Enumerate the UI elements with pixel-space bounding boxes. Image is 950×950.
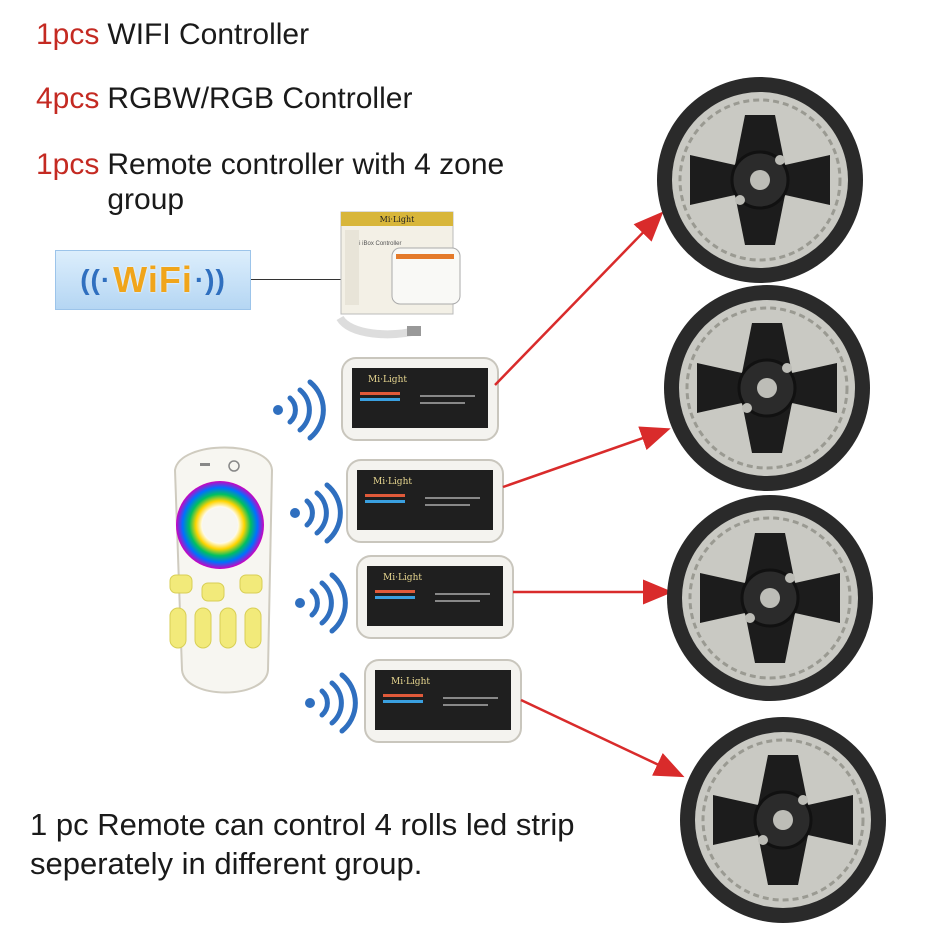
remote-button [194,607,212,649]
remote-button [244,607,262,649]
controller-brand: Mi·Light [383,573,422,583]
box-label: WiFi iBox Controller [348,241,401,247]
signal-waves-icon: ·)) [194,264,226,295]
rgbw-controller: Mi·Light [356,555,514,639]
box-brand: Mi·Light [380,215,415,224]
signal-waves-icon [273,379,326,441]
controller-brand: Mi·Light [373,477,412,487]
controller-brand: Mi·Light [368,375,407,385]
controller-list: Mi·Light Mi·Light Mi·Light [341,357,522,743]
item-desc: RGBW/RGB Controller [107,82,413,115]
item-qty: 4pcs [36,82,100,115]
connector-line [251,279,341,280]
wifi-logo: ((· WiFi ·)) [55,250,251,310]
caption-line: 1 pc Remote can control 4 rolls led stri… [30,807,575,842]
remote-button [169,607,187,649]
power-icon [228,460,240,472]
item-qty: 1pcs [36,148,100,181]
led-strip-reel-icon [667,495,873,701]
wifi-ibox-product: Mi·Light WiFi iBox Controller [336,211,461,339]
item-desc: Remote controller with 4 zone group [107,148,505,216]
wifi-logo-text: WiFi [113,259,193,300]
signal-waves-icon [290,482,343,544]
led-strip-reel-icon [664,285,870,491]
arrow-icon [494,211,664,386]
remote-button [219,607,237,649]
remote-controller [169,446,274,694]
item-desc: WIFI Controller [107,18,310,51]
signal-waves-icon [295,572,348,634]
item-qty: 1pcs [36,18,100,51]
signal-waves-icon [305,672,358,734]
caption-line: seperately in different group. [30,845,423,881]
remote-button [239,574,263,594]
led-strip-reel-icon [680,717,886,923]
arrow-icon [502,426,671,489]
rgbw-controller: Mi·Light [341,357,499,441]
arrow-icon [520,698,685,778]
remote-button [169,574,193,594]
rgbw-controller: Mi·Light [346,459,504,543]
controller-brand: Mi·Light [391,677,430,687]
led-strip-reel-icon [657,77,863,283]
caption: 1 pc Remote can control 4 rolls led stri… [30,806,574,884]
rgbw-controller: Mi·Light [364,659,522,743]
signal-waves-icon: ((· [80,264,112,295]
remote-button [201,582,225,602]
